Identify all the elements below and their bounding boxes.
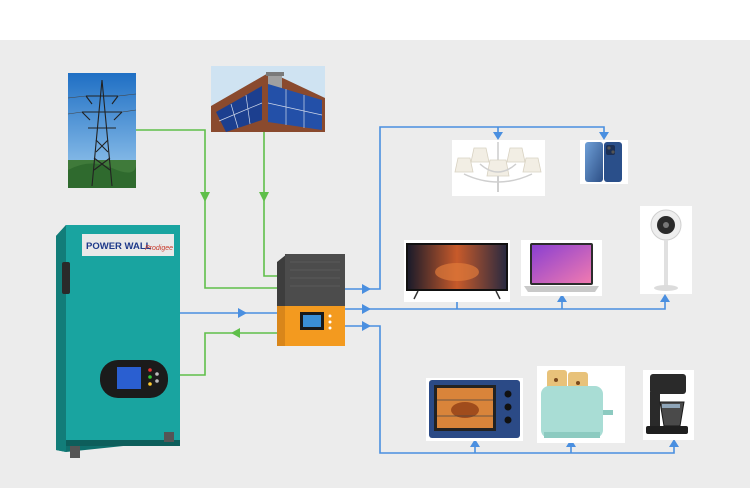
chandelier-icon (452, 140, 545, 196)
inverter-top (285, 254, 345, 306)
hybrid-inverter-icon (277, 254, 345, 346)
battery-label-strip: POWER WALL Prodigee (82, 234, 174, 256)
green-arrows (200, 192, 269, 338)
green-flow-lines (136, 129, 277, 376)
oven-arrow (470, 439, 480, 447)
toaster-icon (537, 366, 625, 443)
solar-panels (216, 84, 322, 132)
grid-to-inverter-line (136, 129, 277, 289)
fan-icon (640, 206, 692, 294)
battery-left-arrow (231, 328, 240, 338)
smartphone-icon (580, 140, 628, 184)
laptop-arrow (557, 294, 567, 302)
battery-body (66, 225, 180, 440)
solar-roof-icon (211, 66, 325, 132)
solar-down-arrow (259, 192, 269, 202)
phone-arrow (599, 132, 609, 140)
battery-right-arrow (238, 308, 247, 318)
out-arrow-top (362, 284, 371, 294)
power-tower-icon (67, 73, 137, 188)
battery-brand-text: POWER WALL (86, 241, 152, 252)
inverter-to-battery-line (180, 332, 277, 376)
television-icon (404, 240, 510, 302)
laptop-icon (521, 240, 602, 296)
grid-down-arrow (200, 192, 210, 202)
battery-display (100, 360, 168, 398)
coffee-arrow (669, 439, 679, 447)
out-arrow-mid (362, 304, 371, 314)
out-arrow-bottom (362, 321, 371, 331)
fan-arrow (660, 294, 670, 302)
battery-logo-text: Prodigee (145, 245, 173, 252)
coffee-maker-icon (643, 370, 694, 440)
solar-to-inverter-line (263, 130, 277, 277)
chandelier-arrow (493, 132, 503, 140)
power-wall-battery: POWER WALL Prodigee (56, 225, 180, 458)
oven-icon (426, 378, 523, 441)
